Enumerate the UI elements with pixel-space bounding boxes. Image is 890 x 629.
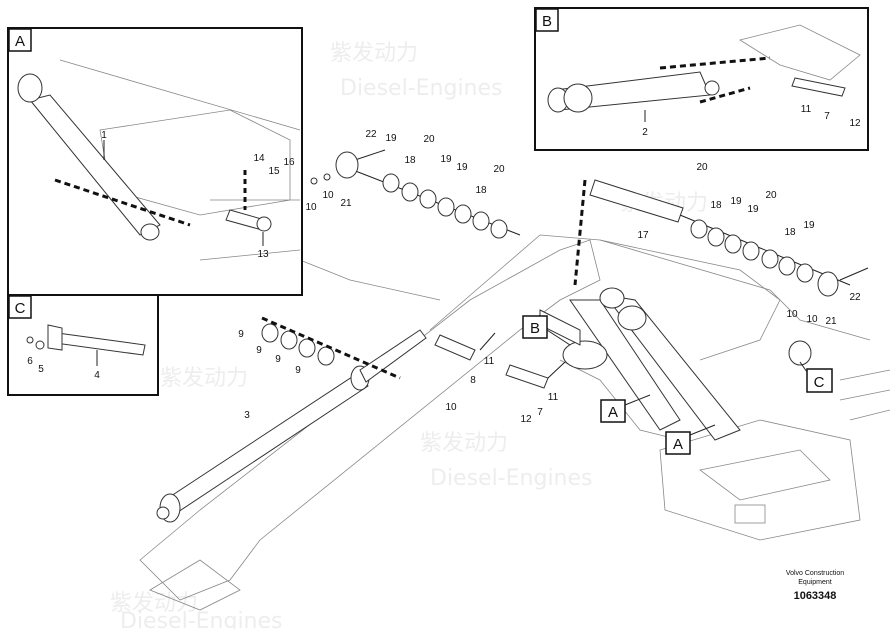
part-label: 11: [801, 104, 812, 115]
panel-c-letter: C: [15, 300, 26, 317]
svg-text:10: 10: [305, 202, 317, 213]
detail-panel-b: B: [534, 7, 869, 151]
part-label: 14: [253, 153, 265, 164]
part-label: 6: [27, 356, 33, 367]
upper-pin-washers: [310, 149, 521, 239]
svg-text:7: 7: [537, 407, 543, 418]
panel-b-letter: B: [542, 13, 552, 30]
boom-structure: [139, 234, 890, 611]
panel-b-part-labels: 2 11 7 12: [642, 104, 861, 138]
part-label: 4: [94, 370, 100, 381]
svg-text:9: 9: [275, 354, 281, 365]
panel-a-letter: A: [15, 33, 25, 50]
svg-text:10: 10: [322, 190, 334, 201]
svg-text:19: 19: [440, 154, 452, 165]
svg-text:紫发动力: 紫发动力: [420, 431, 508, 456]
footer-line1: Volvo Construction: [785, 570, 845, 577]
svg-text:20: 20: [696, 162, 708, 173]
arm-cylinders: [539, 287, 741, 441]
detail-panel-c: C: [7, 294, 159, 396]
boom-part-labels: 9 9 9 9 3 11 8 10 12 7 11: [238, 329, 558, 425]
svg-text:10: 10: [806, 314, 818, 325]
svg-text:18: 18: [784, 227, 796, 238]
part-label: 15: [268, 166, 280, 177]
upper-pin-part-labels: 22 19 18 20 19 19 18 20 10 10 21: [305, 129, 505, 213]
svg-text:3: 3: [244, 410, 250, 421]
svg-text:22: 22: [365, 129, 377, 140]
svg-text:紫发动力: 紫发动力: [160, 366, 248, 391]
svg-text:19: 19: [803, 220, 815, 231]
svg-text:10: 10: [786, 309, 798, 320]
svg-text:20: 20: [423, 134, 435, 145]
svg-text:18: 18: [475, 185, 487, 196]
svg-text:9: 9: [238, 329, 244, 340]
svg-text:9: 9: [256, 345, 262, 356]
svg-text:C: C: [814, 374, 825, 391]
part-label: 1: [101, 130, 107, 141]
svg-text:20: 20: [493, 164, 505, 175]
part-label: 2: [642, 127, 648, 138]
svg-text:22: 22: [849, 292, 861, 303]
svg-text:19: 19: [456, 162, 468, 173]
svg-text:21: 21: [825, 316, 837, 327]
part-label: 16: [283, 157, 295, 168]
svg-text:20: 20: [765, 190, 777, 201]
footer-line2: Equipment: [798, 579, 832, 586]
detail-panel-a: A: [7, 27, 303, 296]
svg-text:11: 11: [548, 392, 559, 403]
part-label: 7: [824, 111, 830, 122]
callout-ref-c: C: [799, 361, 833, 393]
panel-c-part-labels: 6 5 4: [27, 356, 100, 381]
svg-text:19: 19: [747, 204, 759, 215]
panel-a-part-labels: 1 14 15 16 13: [101, 130, 295, 260]
svg-text:10: 10: [445, 402, 457, 413]
callout-ref-a-2: A: [665, 424, 716, 455]
diagram-number: 1063348: [793, 590, 837, 602]
svg-text:Diesel-Engines: Diesel-Engines: [340, 76, 503, 101]
right-pin-part-labels: 20 18 19 19 20 18 19 17 22 10 10 21: [637, 162, 861, 327]
callout-ref-b: B: [522, 315, 571, 346]
svg-text:Diesel-Engines: Diesel-Engines: [120, 609, 283, 629]
svg-text:21: 21: [340, 198, 352, 209]
svg-text:A: A: [608, 404, 618, 421]
svg-text:18: 18: [710, 200, 722, 211]
svg-text:19: 19: [385, 133, 397, 144]
svg-text:B: B: [530, 320, 540, 337]
svg-text:8: 8: [470, 375, 476, 386]
svg-text:11: 11: [484, 356, 495, 367]
part-label: 5: [38, 364, 44, 375]
svg-text:17: 17: [637, 230, 649, 241]
callout-ref-a-1: A: [600, 394, 651, 423]
part-label: 13: [257, 249, 269, 260]
svg-text:12: 12: [520, 414, 532, 425]
svg-text:18: 18: [404, 155, 416, 166]
svg-text:Diesel-Engines: Diesel-Engines: [430, 466, 593, 491]
boom-washers: [261, 316, 566, 389]
svg-text:A: A: [673, 436, 683, 453]
part-label: 12: [849, 118, 861, 129]
svg-text:紫发动力: 紫发动力: [330, 41, 418, 66]
boom-cylinder-3: [156, 329, 427, 523]
svg-text:19: 19: [730, 196, 742, 207]
right-pin-washers: [573, 179, 869, 366]
svg-text:9: 9: [295, 365, 301, 376]
